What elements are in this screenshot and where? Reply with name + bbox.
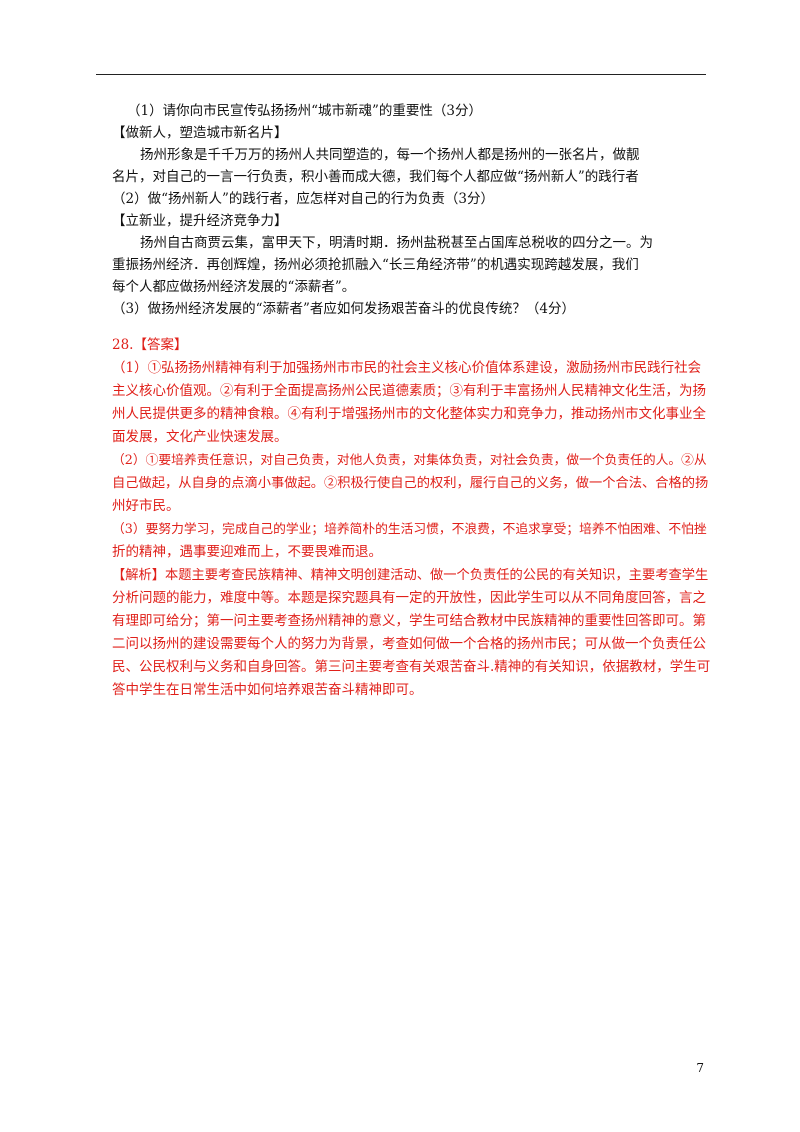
answer-line: 折的精神，遇事要迎难而上，不要畏难而退。 [112,544,382,560]
answer-line: 州好市民。 [112,498,180,514]
header-rule [96,74,706,75]
answer-line: （3）要努力学习，完成自己的学业；培养简朴的生活习惯，不浪费，不追求享受；培养不… [112,522,707,537]
answer-line: （1）①弘扬扬州精神有利于加强扬州市市民的社会主义核心价值体系建设，激励扬州市民… [112,360,702,376]
answer-line: 面发展，文化产业快速发展。 [112,429,288,445]
analysis-line: 民、公民权利与义务和自身回答。第三问主要考查有关艰苦奋斗.精神的有关知识，依据教… [112,659,711,675]
question-3: （3）做扬州经济发展的“添薪者”者应如何发扬艰苦奋斗的优良传统？（4分） [112,301,575,317]
analysis-line: 二问以扬州的建设需要每个人的努力为背景，考查如何做一个合格的扬州市民；可从做一个… [112,636,706,652]
analysis-line: 分析问题的能力，难度中等。本题是探究题具有一定的开放性，因此学生可以从不同角度回… [112,590,706,606]
analysis-line: 答中学生在日常生活中如何培养艰苦奋斗精神即可。 [112,682,423,698]
section-para-line: 扬州形象是千千万万的扬州人共同塑造的，每一个扬州人都是扬州的一张名片，做靓 [140,147,640,163]
section-para-line: 重振扬州经济．再创辉煌，扬州必须抢抓融入“长三角经济带”的机遇实现跨越发展，我们 [112,257,639,273]
analysis-line: 有理即可给分；第一问主要考查扬州精神的意义，学生可结合教材中民族精神的重要性回答… [112,613,706,629]
page-number: 7 [696,1061,704,1075]
section-title-new-people: 【做新人，塑造城市新名片】 [112,125,288,141]
answer-line: 主义核心价值观。②有利于全面提高扬州公民道德素质；③有利于丰富扬州人民精神文化生… [112,383,706,399]
analysis-line: 【解析】本题主要考查民族精神、精神文明创建活动、做一个负责任的公民的有关知识，主… [112,568,709,583]
section-para-line: 扬州自古商贾云集，富甲天下，明清时期．扬州盐税甚至占国库总税收的四分之一。为 [140,235,653,251]
section-title-new-industry: 【立新业，提升经济竞争力】 [112,213,288,229]
answer-line: 州人民提供更多的精神食粮。④有利于增强扬州市的文化整体实力和竞争力，推动扬州市文… [112,406,706,422]
answer-line: （2）①要培养责任意识，对自己负责，对他人负责，对集体负责，对社会负责，做一个负… [112,453,707,468]
answer-heading: 28.【答案】 [112,337,188,353]
section-para-line: 名片，对自己的一言一行负责，积小善而成大德，我们每个人都应做“扬州新人”的践行者 [112,169,639,185]
question-2: （2）做“扬州新人”的践行者，应怎样对自己的行为负责（3分） [112,191,494,207]
section-para-line: 每个人都应做扬州经济发展的“添薪者”。 [112,279,356,295]
answer-line: 自己做起，从自身的点滴小事做起。②积极行使自己的权利，履行自己的义务，做一个合法… [112,476,709,491]
question-1: （1）请你向市民宣传弘扬扬州“城市新魂”的重要性（3分） [127,103,482,119]
